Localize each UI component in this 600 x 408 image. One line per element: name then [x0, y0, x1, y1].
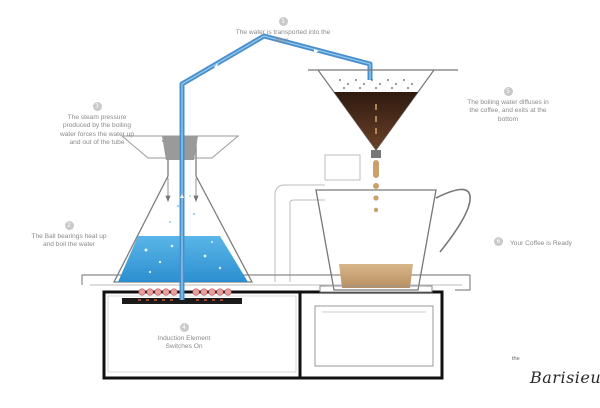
- step-1: 1 The water is transported into the filt…: [232, 10, 334, 46]
- step-number-5: 5: [503, 87, 513, 96]
- step-text-1: The water is transported into the filter…: [235, 29, 331, 45]
- support-column: [274, 154, 361, 282]
- step-2: 2 The Ball bearings heat up and boil the…: [30, 214, 108, 250]
- step-number-3: 3: [92, 102, 102, 111]
- step-text-6: Your Coffee is Ready: [510, 240, 572, 247]
- step-5: 5 The boiling water diffuses in the coff…: [464, 80, 552, 124]
- step-3: 3 The steam pressure produced by the boi…: [56, 95, 138, 148]
- step-number-6: 6: [494, 236, 503, 246]
- brand-logo: the Barisieur: [512, 348, 600, 394]
- coffee-drops: [373, 160, 379, 213]
- base-tray: [81, 274, 471, 380]
- filter-cone: [308, 69, 458, 158]
- brand-name: Barisieur: [530, 368, 600, 387]
- coffee-cup: [315, 188, 471, 291]
- brand-prefix: the: [512, 356, 520, 362]
- step-number-2: 2: [64, 221, 74, 230]
- step-text-5: The boiling water diffuses in the coffee…: [467, 99, 549, 123]
- step-number-4: 4: [179, 323, 189, 332]
- step-number-1: 1: [278, 17, 288, 26]
- step-4: 4 Induction Element Switches On: [144, 316, 224, 352]
- induction-plate: [122, 298, 242, 304]
- transport-tube: [179, 33, 373, 300]
- step-text-4: Induction Element Switches On: [157, 335, 211, 351]
- step-6: 6 Your Coffee is Ready: [494, 232, 598, 250]
- step-text-2: The Ball bearings heat up and boil the w…: [31, 233, 107, 249]
- step-text-3: The steam pressure produced by the boili…: [59, 114, 135, 147]
